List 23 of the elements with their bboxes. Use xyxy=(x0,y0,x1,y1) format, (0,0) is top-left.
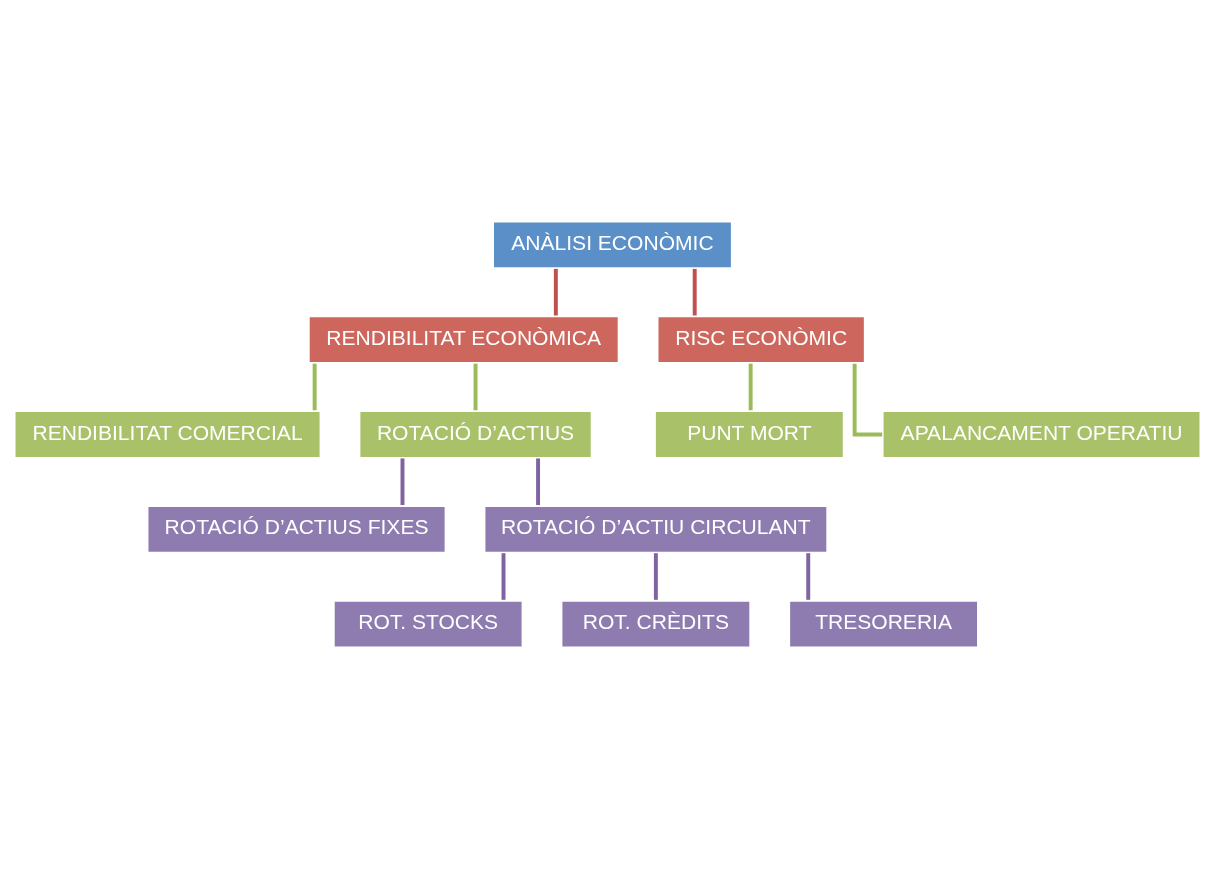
connector xyxy=(852,363,883,437)
connector xyxy=(312,363,317,411)
node-box: ROT. STOCKS xyxy=(332,599,525,650)
node-box: RISC ECONÒMIC xyxy=(655,314,867,365)
connector xyxy=(653,553,658,600)
connector xyxy=(806,553,811,600)
connector xyxy=(692,268,697,316)
node-box: TRESORERIA xyxy=(787,599,980,650)
node-box: ROTACIÓ D’ACTIUS FIXES xyxy=(145,504,448,555)
node-box: APALANCAMENT OPERATIU xyxy=(880,409,1203,460)
node-box: PUNT MORT xyxy=(653,409,846,460)
connector xyxy=(553,268,558,316)
node-box: ROTACIÓ D’ACTIUS xyxy=(357,409,594,460)
connector xyxy=(748,363,753,411)
node-box: RENDIBILITAT COMERCIAL xyxy=(12,409,323,460)
connector xyxy=(400,458,405,506)
node-box: RENDIBILITAT ECONÒMICA xyxy=(307,314,621,365)
node-box: ROT. CRÈDITS xyxy=(559,599,752,650)
connector xyxy=(536,458,541,506)
node-box: ANÀLISI ECONÒMIC xyxy=(491,219,734,270)
connector xyxy=(501,553,506,600)
node-box: ROTACIÓ D’ACTIU CIRCULANT xyxy=(482,504,829,555)
connector xyxy=(473,363,478,411)
